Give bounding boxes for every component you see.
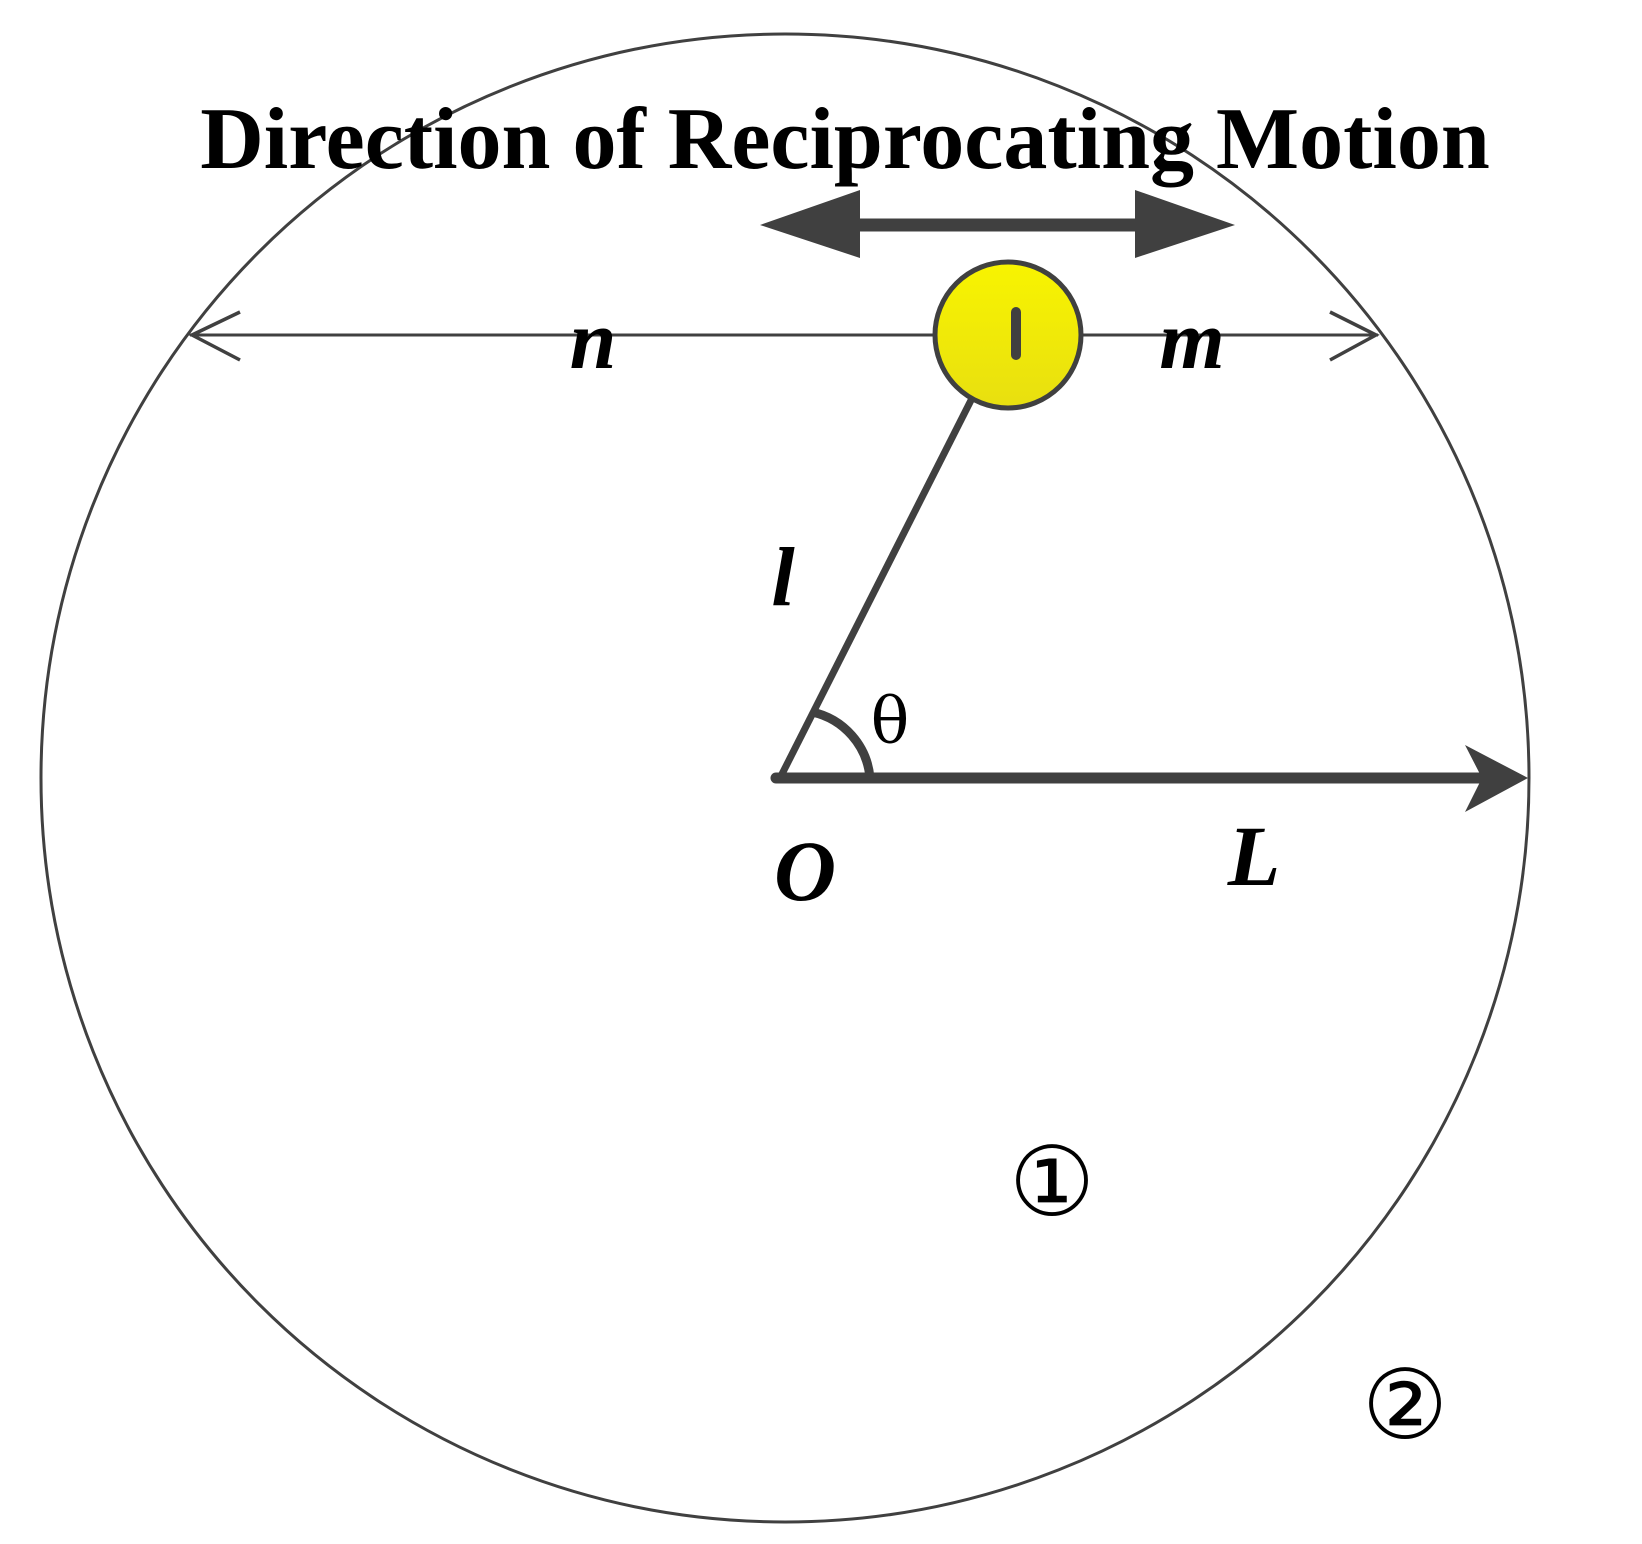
region-1-marker: ①	[1009, 1126, 1095, 1238]
rod-l	[776, 333, 1008, 780]
label-theta: θ	[871, 685, 910, 759]
motion-direction-arrow	[760, 190, 1235, 258]
label-origin-o: O	[774, 823, 836, 919]
slider	[932, 259, 1084, 411]
boundary-circle	[39, 32, 1531, 1524]
axis-arrow-l	[770, 745, 1528, 812]
dimension-line-nm	[188, 310, 1380, 362]
diagram-title: Direction of Reciprocating Motion	[200, 91, 1490, 188]
label-m: m	[1159, 294, 1224, 387]
label-L: L	[1227, 808, 1281, 904]
angle-arc-theta	[810, 707, 875, 779]
label-n: n	[570, 294, 617, 387]
region-2-marker: ②	[1362, 1349, 1448, 1461]
label-l: l	[771, 531, 795, 624]
